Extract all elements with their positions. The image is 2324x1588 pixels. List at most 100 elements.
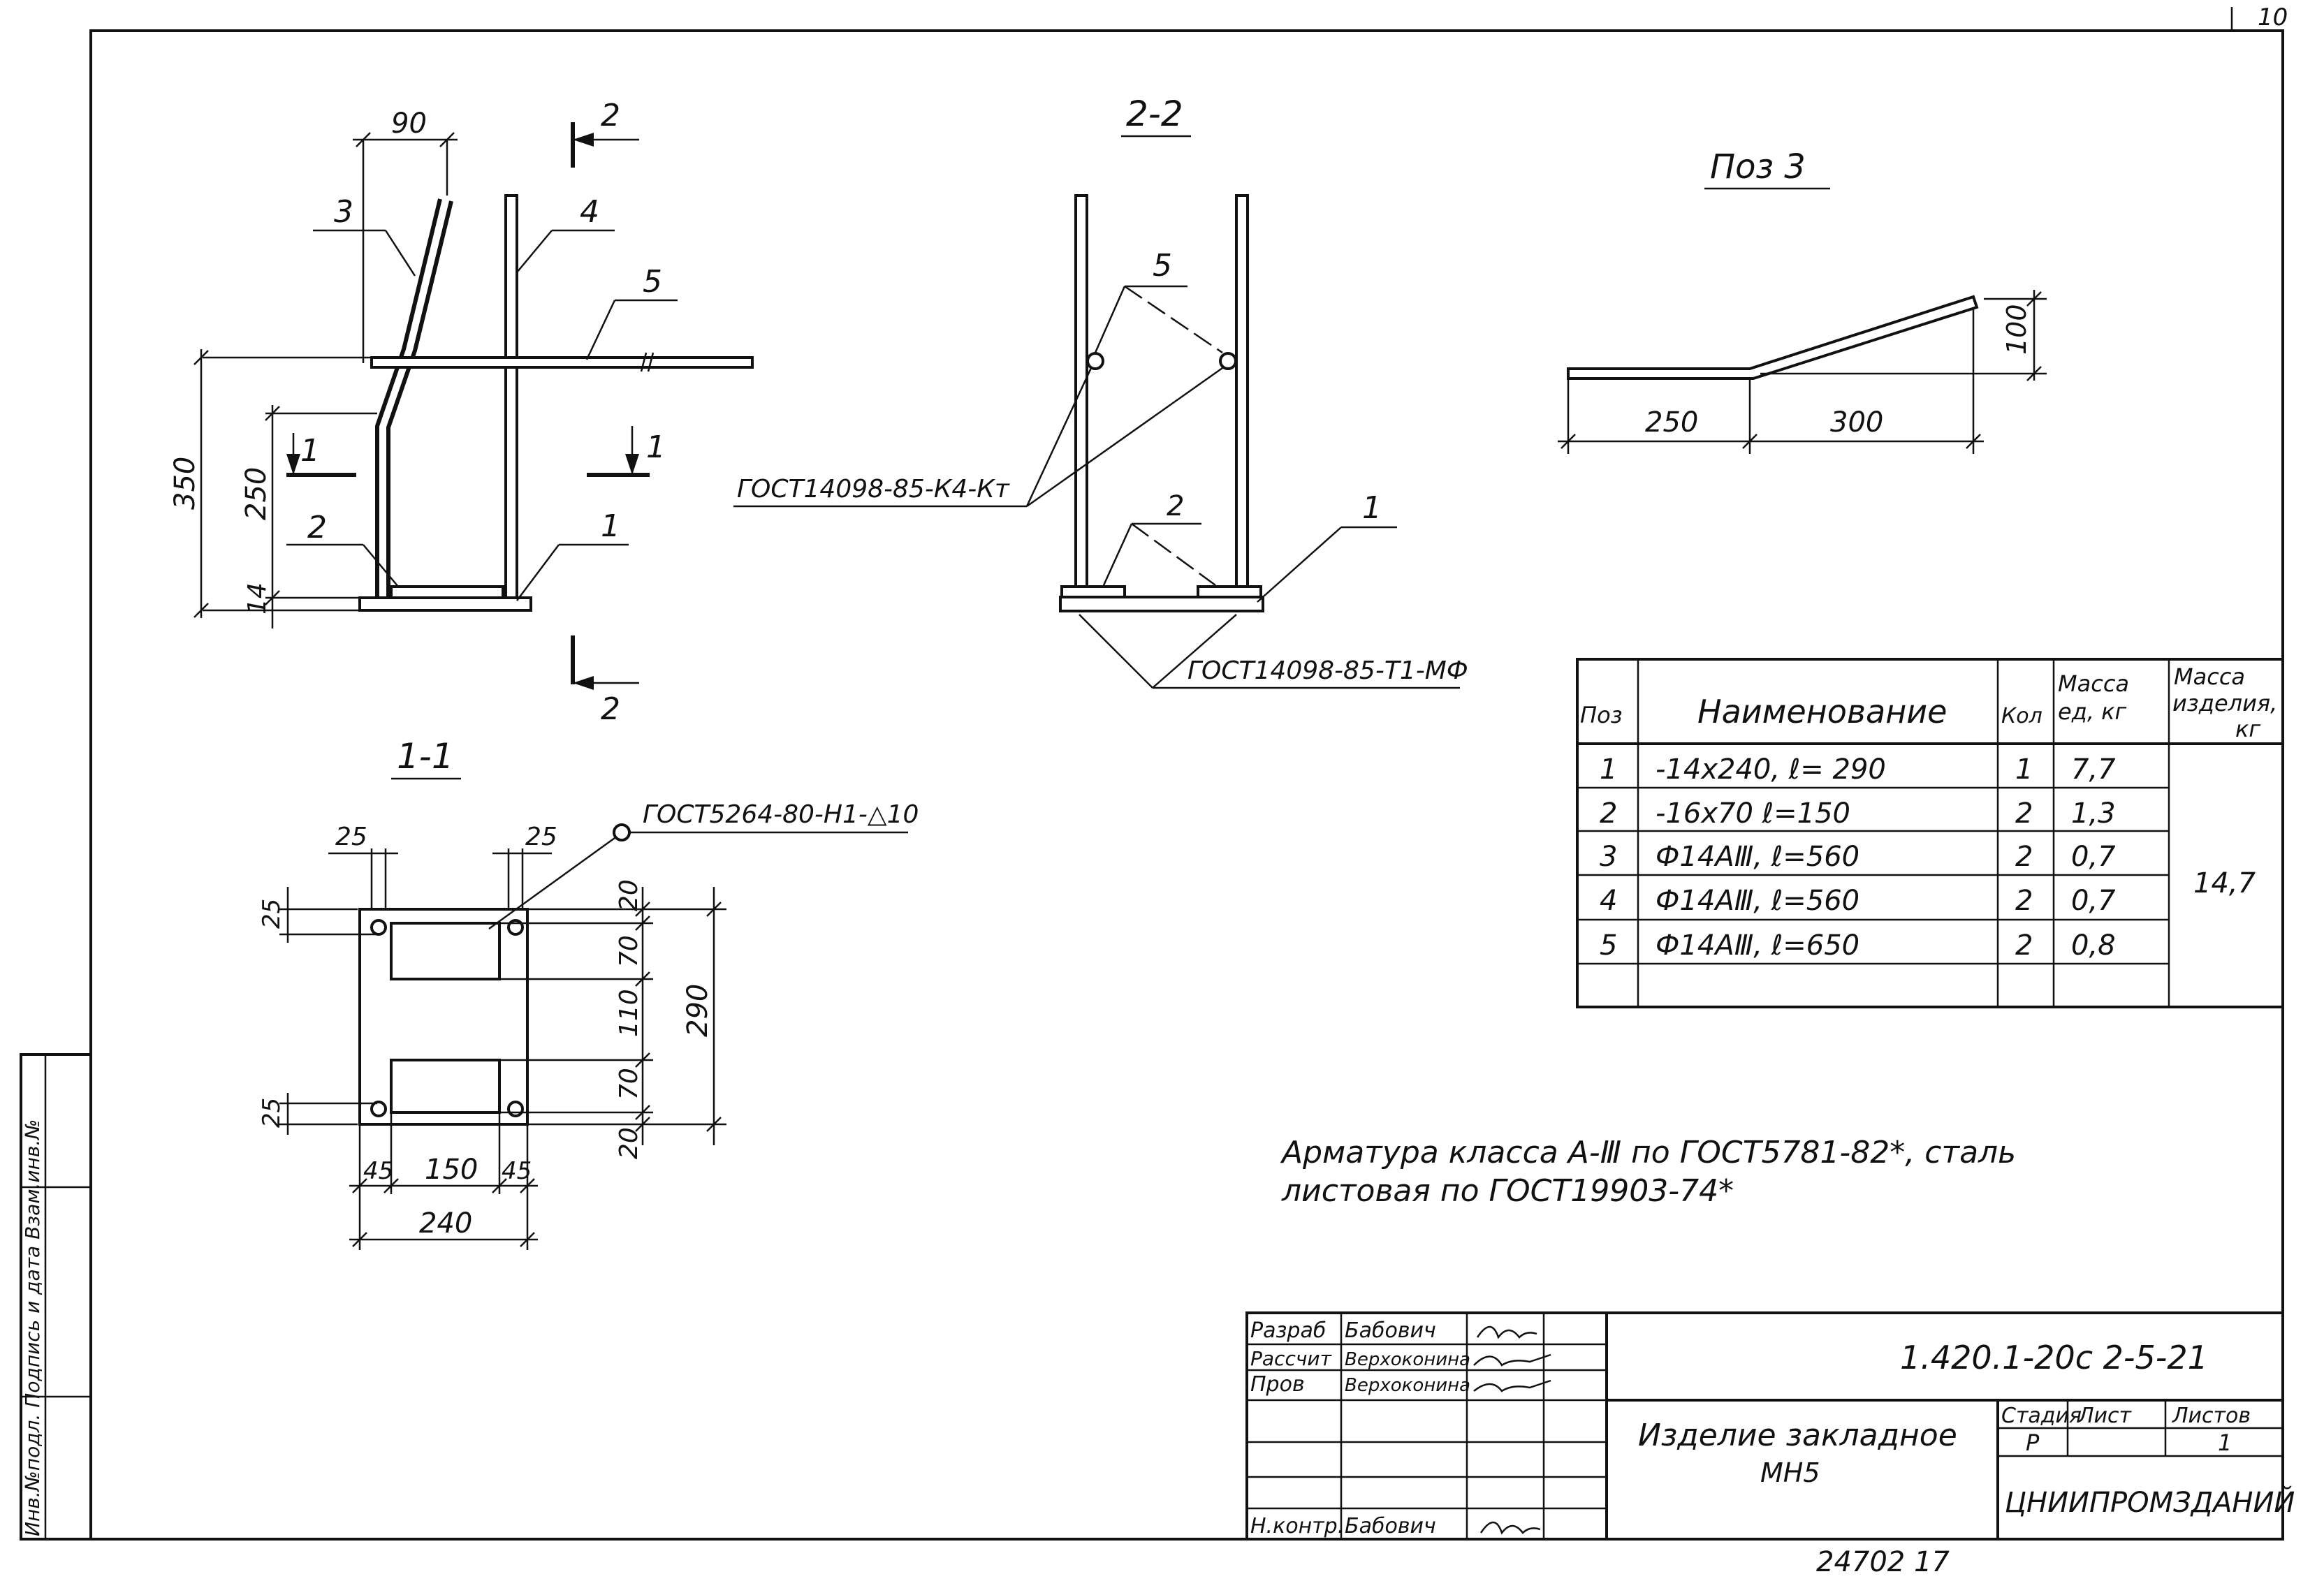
svg-text:-16х70 ℓ=150: -16х70 ℓ=150 [1656, 797, 1850, 830]
th-item-mass-1: Масса [2174, 663, 2245, 690]
rod5-section-left [1086, 352, 1104, 370]
plate-pos2 [390, 585, 504, 599]
title-block: Разраб Рассчит Пров Н.контр. Бабович Вер… [1245, 1311, 2295, 1541]
svg-text:Ф14АⅢ, ℓ=560: Ф14АⅢ, ℓ=560 [1656, 885, 1859, 917]
side-stamp [20, 1053, 92, 1541]
plate-1-1 [358, 908, 529, 1126]
svg-text:5: 5 [1600, 929, 1617, 962]
doc-code: 1.420.1-20с 2-5-21 [1900, 1339, 2208, 1376]
signature-6 [1479, 1521, 1541, 1535]
weld-note-1: ГОСТ14098-85-К4-Кт [737, 475, 1010, 503]
svg-text:2: 2 [2015, 841, 2033, 873]
dim-150: 150 [425, 1154, 478, 1186]
pos3-detail: Поз 3 250 300 100 [1558, 147, 2047, 454]
main-view: 90 350 250 14 3 4 5 2 1 2 [169, 98, 754, 727]
dim-70-a: 70 [615, 935, 643, 967]
name-0: Бабович [1345, 1318, 1436, 1343]
pos3-dim-100: 100 [2001, 304, 2032, 355]
svg-text:0,8: 0,8 [2071, 929, 2116, 962]
dim-14: 14 [243, 582, 272, 615]
signature-0 [1476, 1325, 1537, 1339]
svg-text:0,7: 0,7 [2071, 885, 2116, 917]
name-1: Верхоконина [1345, 1349, 1470, 1370]
rod-pos3 [375, 198, 442, 598]
label-pos4: 4 [580, 194, 599, 230]
label-pos1: 1 [601, 508, 620, 544]
sheets-value: 1 [2218, 1429, 2232, 1456]
th-qty: Кол [2001, 704, 2042, 728]
cut1-left: 1 [300, 433, 320, 469]
name-6: Бабович [1345, 1514, 1436, 1538]
sheet-label: Лист [2077, 1404, 2133, 1428]
total-mass: 14,7 [2193, 867, 2256, 899]
svg-text:7,7: 7,7 [2071, 753, 2116, 786]
org-name: ЦНИИПРОМЗДАНИЙ [2005, 1485, 2295, 1519]
section-1-1-title: 1-1 [397, 736, 454, 777]
sheets-label: Листов [2172, 1404, 2251, 1428]
dim-45-a: 45 [363, 1157, 393, 1185]
svg-text:1,3: 1,3 [2071, 797, 2116, 830]
dim-250: 250 [240, 467, 272, 520]
dim-25-d: 25 [258, 1098, 286, 1128]
spec-table: Поз Наименование Кол Масса ед, кг Масса … [1576, 658, 2284, 1008]
dim-20-a: 20 [615, 879, 643, 911]
th-item-mass-3: кг [2235, 716, 2260, 742]
label-pos2: 2 [307, 510, 327, 545]
svg-text:1: 1 [1600, 753, 1617, 786]
section-2-2-pos2: 2 [1167, 490, 1184, 522]
role-6: Н.контр. [1250, 1514, 1344, 1538]
table-row: 4 Ф14АⅢ, ℓ=560 2 0,7 [1600, 885, 2116, 917]
note-line-2: листовая по ГОСТ19903-74* [1281, 1173, 1734, 1209]
section-2-2-pos1: 1 [1362, 490, 1382, 526]
weld-note-1-1: ГОСТ5264-80-Н1-△10 [643, 800, 919, 829]
pos3-dim-250: 250 [1645, 406, 1698, 439]
item-name-2: МН5 [1760, 1457, 1820, 1488]
page-number: 10 [2258, 3, 2288, 31]
table-row: 3 Ф14АⅢ, ℓ=560 2 0,7 [1600, 841, 2116, 873]
svg-text:1: 1 [2015, 753, 2033, 786]
signature-2 [1473, 1379, 1551, 1392]
rod5-section-right [1219, 352, 1237, 370]
svg-text:3: 3 [1600, 841, 1617, 873]
dim-350: 350 [169, 457, 201, 510]
role-1: Рассчит [1250, 1347, 1332, 1370]
pad-lower [390, 1059, 501, 1114]
pos3-dim-300: 300 [1830, 406, 1883, 439]
table-row: 1 -14х240, ℓ= 290 1 7,7 [1600, 753, 2116, 786]
svg-text:2: 2 [1600, 797, 1617, 830]
svg-text:4: 4 [1600, 885, 1617, 917]
bottom-number: 24702 17 [1816, 1546, 1950, 1578]
th-pos: Поз [1580, 702, 1623, 728]
rod-pos5 [370, 356, 754, 369]
plate-pos1-2-2 [1059, 596, 1264, 612]
stage-value: Р [2026, 1429, 2040, 1456]
table-row: 2 -16х70 ℓ=150 2 1,3 [1600, 797, 2116, 830]
rod-pos4 [504, 194, 518, 599]
dim-290: 290 [682, 984, 714, 1037]
svg-text:Ф14АⅢ, ℓ=560: Ф14АⅢ, ℓ=560 [1656, 841, 1859, 873]
dim-240: 240 [419, 1207, 472, 1240]
stage-label: Стадия [2001, 1404, 2082, 1428]
note-line-1: Арматура класса А-Ⅲ по ГОСТ5781-82*, ста… [1280, 1135, 2016, 1170]
section-2-2-pos5: 5 [1153, 248, 1172, 284]
dim-25-b: 25 [525, 823, 557, 851]
th-name: Наименование [1697, 693, 1947, 730]
pos3-rod-shape [1567, 295, 1979, 380]
cut1-right: 1 [646, 429, 666, 465]
plate-pos1 [358, 596, 532, 612]
weld-note-2: ГОСТ14098-85-Т1-МФ [1187, 656, 1468, 685]
table-row: 5 Ф14АⅢ, ℓ=650 2 0,8 [1600, 929, 2116, 962]
svg-text:-14х240, ℓ= 290: -14х240, ℓ= 290 [1656, 753, 1886, 786]
name-2: Верхоконина [1345, 1375, 1470, 1396]
svg-text:2: 2 [2015, 929, 2033, 962]
side-stamp-label: Инв.№подл. Подпись и дата Взам.инв.№ [21, 1119, 44, 1536]
th-item-mass-2: изделия, [2172, 690, 2277, 716]
pos3-title: Поз 3 [1710, 147, 1806, 186]
svg-text:2: 2 [2015, 797, 2033, 830]
svg-text:2: 2 [2015, 885, 2033, 917]
pad-upper [390, 922, 501, 980]
th-unit-mass-1: Масса [2058, 670, 2129, 697]
role-2: Пров [1250, 1372, 1305, 1397]
cut2-bottom: 2 [601, 691, 620, 727]
